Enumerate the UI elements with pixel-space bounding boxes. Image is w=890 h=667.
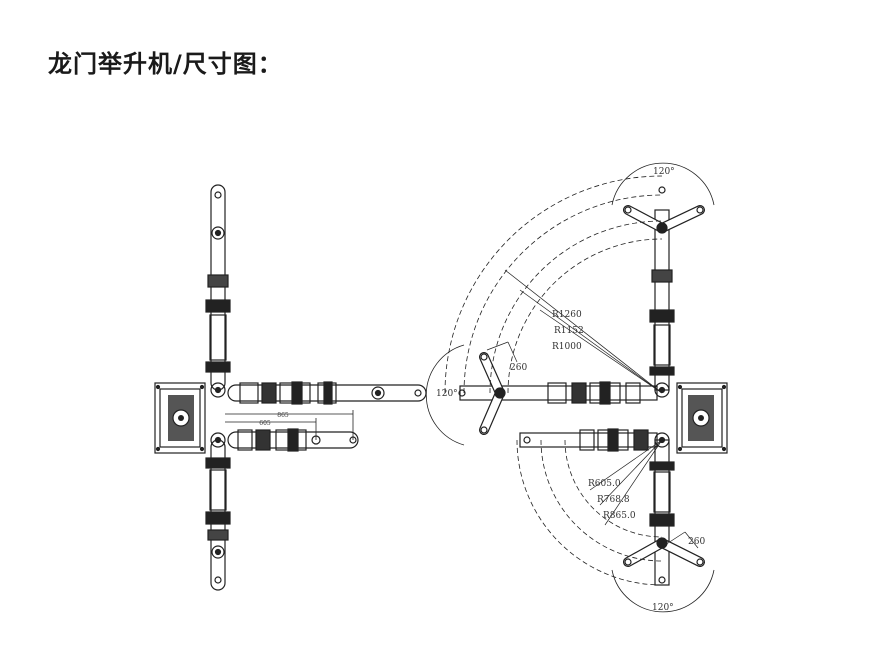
pad-width-label-bottom: 260 — [688, 537, 705, 547]
pad-width-label-left: 260 — [510, 363, 527, 373]
angle-label-bottom: 120° — [652, 603, 674, 613]
tri-pad-bottom — [623, 537, 705, 584]
right-column-base — [676, 382, 728, 454]
left-dimensions — [225, 410, 354, 440]
left-arm-short — [227, 428, 359, 452]
right-arm-short — [519, 428, 658, 452]
angle-label-top: 120° — [653, 167, 675, 177]
right-view-labels: R1260 R1152 R1000 R605.0 R768.8 R865.0 1… — [436, 167, 705, 613]
left-arm-long — [227, 381, 427, 405]
radius-leaders — [504, 269, 663, 526]
dim-865-label: 865 — [277, 412, 289, 419]
swing-arcs-upper — [444, 175, 663, 394]
swing-arcs-lower — [516, 439, 663, 586]
radius-label-r865: R865.0 — [603, 511, 636, 521]
radius-label-r768: R768.8 — [597, 495, 630, 505]
left-arm-up — [205, 184, 231, 398]
right-arm-up — [649, 209, 675, 398]
left-view: 865 605 — [154, 184, 427, 591]
pad-width-dims — [486, 341, 699, 549]
left-arm-down — [205, 432, 231, 591]
radius-label-r605: R605.0 — [588, 479, 621, 489]
left-column-base — [154, 382, 206, 454]
right-arm-long — [458, 381, 658, 405]
page-title: 龙门举升机/尺寸图： — [48, 50, 283, 78]
dim-605-label: 605 — [259, 420, 271, 427]
radius-label-r1260: R1260 — [552, 310, 582, 320]
tri-pad-top — [623, 186, 705, 234]
radius-label-r1000: R1000 — [552, 342, 582, 352]
right-arm-down — [649, 432, 675, 586]
right-view — [425, 162, 728, 613]
angle-arcs — [425, 162, 715, 613]
tri-pad-left — [479, 352, 506, 435]
radius-label-r1152: R1152 — [554, 326, 584, 336]
angle-label-left: 120° — [436, 389, 458, 399]
